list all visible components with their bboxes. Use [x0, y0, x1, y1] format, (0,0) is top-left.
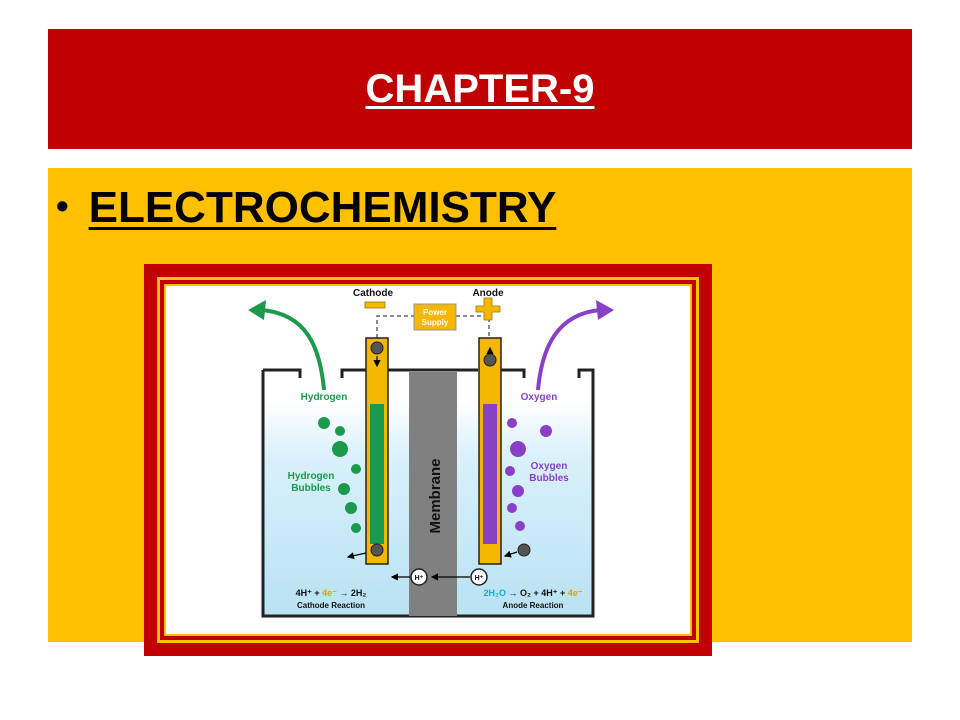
oxygen-label: Oxygen — [521, 392, 558, 403]
tank-wall-left-lip — [263, 368, 302, 378]
anode-plus-icon — [475, 297, 501, 321]
hydrogen-arrow — [261, 308, 326, 391]
tank-lid-right — [500, 368, 526, 378]
hydrogen-bubbles-line1: Hydrogen — [288, 471, 335, 482]
cathode-reaction-label: Cathode Reaction — [297, 601, 365, 610]
diagram-frame: Membrane Power Supply Cathode Anode — [144, 264, 712, 656]
power-supply — [413, 303, 457, 331]
hydrogen-bubbles — [318, 417, 361, 533]
arrow-left-icon — [346, 552, 367, 560]
electron-icon — [483, 353, 497, 367]
slide-title: CHAPTER-9 — [365, 66, 595, 111]
electron-icon — [370, 341, 384, 355]
cathode-eq-part1: 4H⁺ + — [296, 588, 323, 598]
power-supply-line2: Supply — [422, 318, 449, 327]
electrolysis-diagram: Membrane Power Supply Cathode Anode — [248, 288, 614, 618]
cathode-minus-icon — [364, 301, 386, 309]
membrane-label: Membrane — [427, 458, 444, 533]
hydrogen-label: Hydrogen — [301, 392, 348, 403]
anode-equation: 2H₂O → O₂ + 4H⁺ + 4e⁻ — [483, 588, 582, 598]
cathode-label: Cathode — [353, 288, 393, 299]
title-bar: CHAPTER-9 — [48, 29, 912, 149]
power-supply-line1: Power — [423, 308, 447, 317]
anode-purple-fill — [483, 404, 497, 544]
frame-border-outer: Membrane Power Supply Cathode Anode — [157, 277, 699, 643]
cathode-equation: 4H⁺ + 4e⁻ → 2H₂ — [296, 588, 367, 598]
frame-border-inner: Membrane Power Supply Cathode Anode — [164, 284, 692, 636]
proton-symbol: H⁺ — [415, 575, 424, 582]
hydrogen-bubbles-line2: Bubbles — [291, 483, 331, 494]
proton-icon — [470, 568, 488, 586]
anode-eq-part1: 2H₂O — [483, 588, 506, 598]
oxygen-arrow — [536, 308, 601, 391]
oxygen-bubbles-line2: Bubbles — [529, 473, 569, 484]
bullet-symbol: • — [56, 185, 69, 226]
anode-eq-part2: → O₂ + 4H⁺ + — [506, 588, 568, 598]
hydrogen-arrow-head — [248, 300, 266, 320]
electron-icon — [517, 543, 531, 557]
anode-eq-part3: 4e⁻ — [568, 588, 583, 598]
cathode-eq-part2: 4e⁻ — [322, 588, 337, 598]
proton-icon — [410, 568, 428, 586]
arrow-left-icon — [503, 550, 518, 558]
anode-label: Anode — [472, 288, 504, 299]
tank-wall — [261, 368, 595, 618]
anode-reaction-label: Anode Reaction — [503, 601, 564, 610]
bullet-item: • ELECTROCHEMISTRY — [56, 183, 556, 233]
oxygen-bubbles — [505, 418, 552, 531]
bullet-text: ELECTROCHEMISTRY — [88, 183, 557, 232]
wire — [376, 315, 490, 338]
cathode-eq-part3: → 2H₂ — [337, 588, 367, 598]
proton-symbol: H⁺ — [475, 575, 484, 582]
cathode-green-fill — [370, 404, 384, 544]
oxygen-bubbles-line1: Oxygen — [531, 461, 568, 472]
electron-icon — [370, 543, 384, 557]
oxygen-arrow-head — [596, 300, 614, 320]
tank-lid-left — [340, 368, 366, 378]
